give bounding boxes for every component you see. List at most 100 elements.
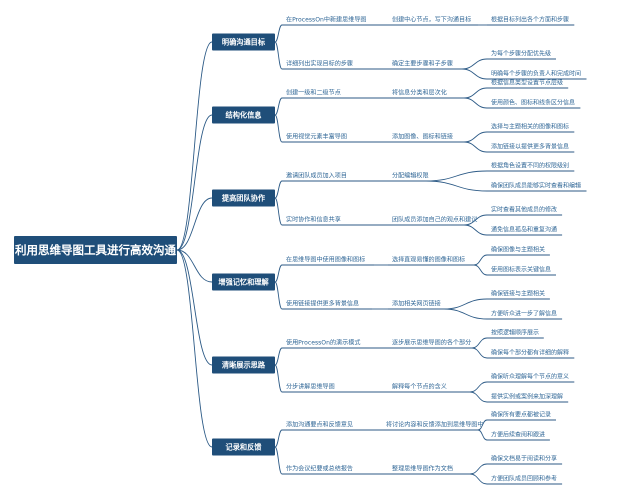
leaf-label[interactable]: 按照逻辑顺序展示: [491, 329, 539, 337]
main-topic-node[interactable]: 明确沟通目标: [212, 33, 275, 51]
leaf-connector: [473, 254, 488, 266]
main-connector: [274, 264, 283, 283]
leaf-label[interactable]: 方便听众进一步了解信息: [491, 310, 557, 318]
main-topic-label: 提高团队协作: [221, 194, 266, 203]
leaf-label[interactable]: 确保所有要点都被记录: [491, 411, 551, 419]
subtopic-label[interactable]: 使用链接提供更多背景信息: [286, 300, 359, 308]
leaf-label[interactable]: 使用图标表示关键信息: [491, 266, 551, 274]
subtopic-label[interactable]: 详细列出实现目标的步骤: [286, 60, 353, 68]
root-connector-0: [176, 41, 213, 251]
main-topic-label: 结构化信息: [225, 111, 262, 120]
main-topic-node[interactable]: 记录和反馈: [212, 438, 275, 456]
main-topic-node[interactable]: 提高团队协作: [212, 189, 275, 207]
main-topic-node[interactable]: 清晰展示思路: [212, 356, 275, 374]
leaf-label[interactable]: 方便后续查阅和跟进: [491, 431, 545, 439]
root-connector-3: [176, 249, 213, 283]
root-connector-2: [176, 197, 213, 251]
main-connector: [274, 41, 283, 70]
root-node[interactable]: 利用思维导图工具进行高效沟通: [14, 236, 177, 264]
leaf-connector: [463, 214, 488, 226]
leaf-label[interactable]: 根据信息类型设置节点层级: [491, 79, 563, 87]
leaf-connector: [461, 68, 488, 80]
leaf-label[interactable]: 根据角色设置不同的权限级别: [491, 162, 569, 170]
main-connector: [274, 197, 283, 226]
main-topic-label: 记录和反馈: [226, 443, 263, 452]
main-connector: [274, 281, 283, 310]
detail-label[interactable]: 团队成员添加自己的观点和建议: [392, 216, 477, 224]
leaf-connector: [425, 170, 488, 182]
leaf-label[interactable]: 通免信息孤岛和重复沟通: [491, 226, 557, 234]
subtopic-label[interactable]: 实时协作和信息共享: [286, 216, 341, 224]
leaf-connector: [443, 298, 488, 310]
leaf-connector: [469, 473, 488, 485]
leaf-connector: [443, 308, 488, 320]
leaf-connector: [469, 381, 488, 393]
leaf-connector: [463, 131, 488, 143]
main-connector: [274, 446, 283, 475]
main-topic-label: 增强记忆和理解: [218, 278, 269, 287]
subtopic-label[interactable]: 作为会议纪要或总结报告: [286, 465, 353, 473]
main-connector: [274, 180, 283, 199]
leaf-label[interactable]: 确保文档易于阅读和分享: [491, 455, 557, 463]
detail-label[interactable]: 解释每个节点的含义: [392, 383, 447, 391]
main-connector: [274, 97, 283, 116]
leaf-connector: [463, 87, 488, 99]
detail-label[interactable]: 整理思维导图作为文档: [392, 465, 453, 473]
leaf-connector: [477, 429, 488, 441]
leaf-label[interactable]: 方便团队成员回顾和参考: [491, 475, 557, 483]
leaf-label[interactable]: 确保每个部分都有详细的解释: [491, 349, 569, 357]
subtopic-label[interactable]: 使用视觉元素丰富导图: [286, 133, 347, 141]
leaf-connector: [473, 264, 488, 276]
main-topic-label: 清晰展示思路: [222, 361, 266, 370]
leaf-connector: [477, 419, 488, 431]
detail-label[interactable]: 选择直观易懂的图像和图标: [392, 256, 465, 264]
leaf-label[interactable]: 实时查看其他成员的修改: [491, 206, 557, 214]
main-connector: [274, 364, 283, 393]
leaf-label[interactable]: 根据目标列出各个方面和步骤: [491, 16, 569, 24]
main-connector: [274, 429, 283, 448]
main-topic-node[interactable]: 增强记忆和理解: [212, 273, 275, 291]
subtopic-label[interactable]: 在ProcessOn中新建思维导图: [286, 16, 367, 24]
detail-label[interactable]: 逐步展示思维导图的各个部分: [392, 339, 471, 347]
leaf-label[interactable]: 选择与主题相关的图像和图标: [491, 123, 569, 131]
main-topic-label: 明确沟通目标: [222, 38, 266, 47]
leaf-label[interactable]: 为每个步骤分配优先级: [491, 50, 551, 58]
connector-lines: [176, 24, 587, 485]
detail-label[interactable]: 确定主要步骤和子步骤: [392, 60, 453, 68]
main-topic-node[interactable]: 结构化信息: [212, 106, 275, 124]
leaf-label[interactable]: 明确每个步骤的负责人和完成时间: [491, 70, 581, 78]
root-connector-5: [176, 249, 213, 448]
leaf-connector: [463, 97, 488, 109]
detail-label[interactable]: 分配编辑权限: [392, 172, 429, 180]
subtopic-label[interactable]: 创建一级和二级节点: [286, 89, 341, 97]
root-connector-1: [176, 114, 213, 251]
main-connector: [274, 114, 283, 143]
detail-label[interactable]: 添加相关网页链接: [392, 300, 441, 308]
main-connector: [274, 24, 283, 43]
root-title: 利用思维导图工具进行高效沟通: [14, 243, 176, 257]
leaf-label[interactable]: 提供实例或案例来加深理解: [491, 393, 563, 401]
leaf-label[interactable]: 确保链接与主题相关: [491, 290, 545, 298]
detail-label[interactable]: 将信息分类和层次化: [392, 89, 447, 97]
leaf-label[interactable]: 确保团队成员能够实时查看和编辑: [491, 182, 581, 190]
subtopic-label[interactable]: 添加沟通要点和反馈意见: [286, 421, 353, 429]
detail-label[interactable]: 创建中心节点，写下沟通目标: [392, 16, 471, 24]
leaf-label[interactable]: 确保听众理解每个节点的意义: [491, 373, 569, 381]
leaf-label[interactable]: 添加链接以提供更多背景信息: [491, 143, 569, 151]
leaf-connector: [471, 347, 488, 359]
detail-label[interactable]: 将讨论内容和反馈添加到思维导图中: [386, 421, 484, 429]
detail-label[interactable]: 添加图像、图标和链接: [392, 133, 453, 141]
leaf-connector: [469, 463, 488, 475]
leaf-label[interactable]: 确保图像与主题相关: [491, 246, 545, 254]
leaf-connector: [471, 337, 488, 349]
leaf-label[interactable]: 使用颜色、图标和线条区分信息: [491, 99, 575, 107]
subtopic-label[interactable]: 在思维导图中使用图像和图标: [286, 256, 365, 264]
subtopic-label[interactable]: 使用ProcessOn的演示模式: [286, 339, 360, 347]
subtopic-label[interactable]: 分步讲解思维导图: [286, 383, 335, 391]
mind-map-nodes: 利用思维导图工具进行高效沟通 明确沟通目标在ProcessOn中新建思维导图创建…: [14, 16, 581, 483]
leaf-connector: [463, 224, 488, 236]
root-connector-4: [176, 249, 213, 366]
subtopic-label[interactable]: 邀请团队成员加入项目: [286, 172, 347, 180]
main-connector: [274, 347, 283, 366]
